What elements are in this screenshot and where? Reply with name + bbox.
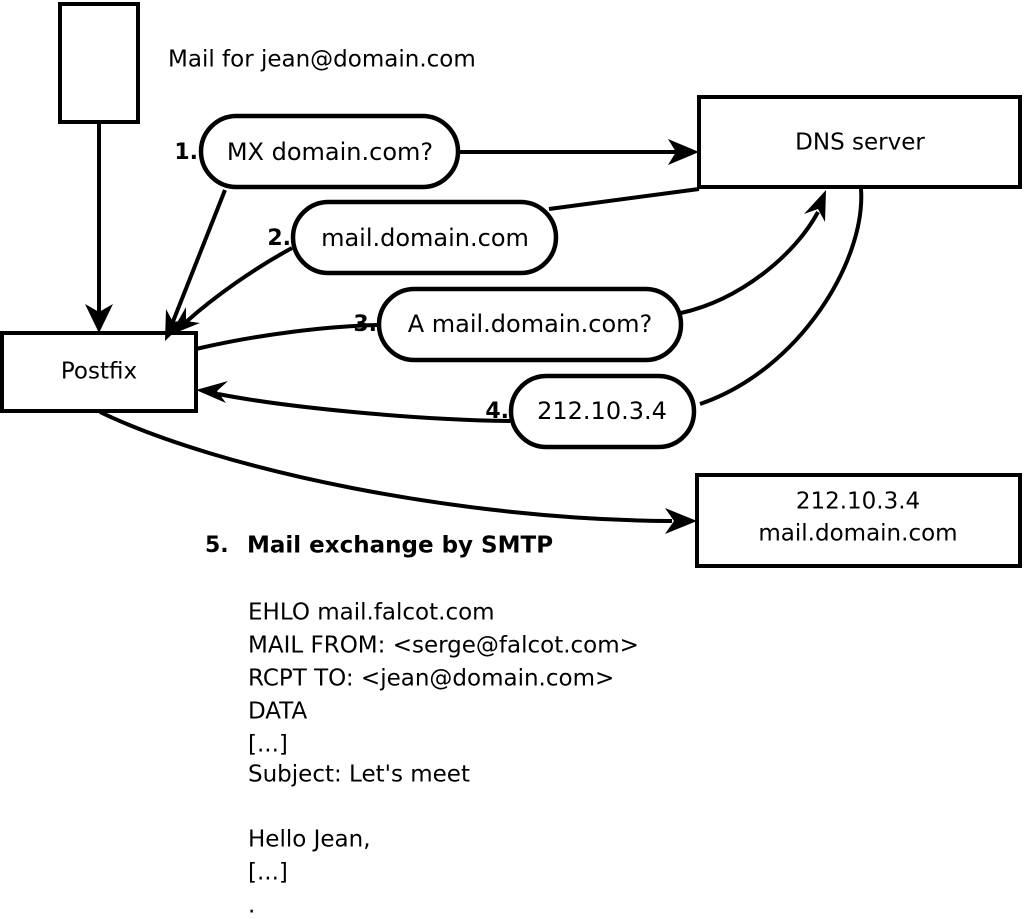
transcript-line: Hello Jean, [248,827,371,853]
connector-step2-to-postfix [184,246,293,324]
step-2-pill [290,199,559,276]
dns-server-node [697,95,1022,189]
transcript-line: . [248,893,255,919]
diagram-caption: Mail for jean@domain.com [168,47,476,73]
step-2-label: mail.domain.com [321,224,529,252]
dns-server-node-label: DNS server [795,130,925,156]
arrowhead-client-to-postfix [85,304,113,333]
mail-server-node [695,473,1022,568]
arrowhead-step3-to-dns [804,190,826,222]
step-2-number: 2. [267,226,291,251]
step-5-number: 5. [205,533,229,558]
transcript-line: EHLO mail.falcot.com [248,600,495,626]
transcript-line: RCPT TO: <jean@domain.com> [248,666,614,692]
connector-dns-to-step4 [699,188,864,406]
step-1-label: MX domain.com? [227,138,433,166]
transcript-line: Subject: Let's meet [248,762,470,788]
connector-postfix-to-mail-server [99,410,673,523]
step-3-pill [376,286,684,363]
transcript-line: DATA [248,699,308,725]
connector-dns-to-step2 [548,187,700,211]
connector-step3-to-dns [680,211,820,315]
step-4-label: 212.10.3.4 [537,397,667,425]
step-1-pill [198,113,461,190]
arrowhead-step4-to-postfix [196,381,228,403]
mail-server-node-hostname: mail.domain.com [758,521,957,547]
transcript-line: [...] [248,860,288,886]
step-3-number: 3. [353,312,377,337]
step-4-number: 4. [485,399,509,424]
connector-step1-to-postfix [170,189,227,325]
arrowhead-postfix-to-mail-server [665,508,697,534]
arrowhead-step1-to-dns [668,139,699,165]
transcript-line: MAIL FROM: <serge@falcot.com> [248,633,639,659]
postfix-node [0,331,198,413]
step-5-label: Mail exchange by SMTP [247,533,553,559]
connector-postfix-to-step3 [195,323,379,351]
step-3-label: A mail.domain.com? [408,310,653,338]
client-node [58,2,140,124]
transcript-line: [...] [248,732,288,758]
connector-step4-to-postfix [217,392,511,423]
arrowhead-step2-to-postfix [170,307,200,335]
step-1-number: 1. [174,140,198,165]
postfix-node-label: Postfix [61,359,137,385]
mail-server-node-ip: 212.10.3.4 [796,489,920,515]
step-4-pill [508,373,697,450]
